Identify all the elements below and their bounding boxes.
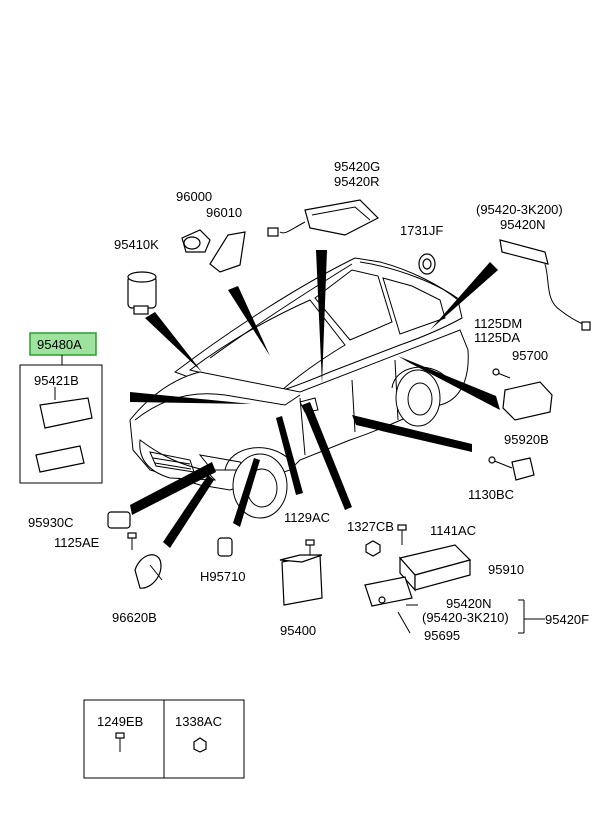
leader-h95710 bbox=[233, 458, 260, 527]
part-95920b-sensor bbox=[488, 456, 535, 481]
part-96000-sensor bbox=[181, 229, 211, 253]
part-96620b-horn bbox=[134, 554, 163, 589]
leader-96010 bbox=[228, 286, 270, 356]
callout-brackets bbox=[397, 599, 545, 634]
fastener-table bbox=[83, 699, 245, 779]
label-h95710: H95710 bbox=[200, 569, 246, 584]
leader-95910 bbox=[302, 402, 352, 510]
label-95420n-top: 95420N bbox=[500, 217, 546, 232]
leader-95420n-top bbox=[430, 262, 498, 330]
part-1141ac-bolt bbox=[397, 524, 407, 545]
part-1125ae-bolt bbox=[127, 532, 137, 550]
label-95420-3k210: (95420-3K210) bbox=[422, 610, 509, 625]
label-95480a: 95480A bbox=[37, 337, 82, 352]
label-1125dm: 1125DM bbox=[474, 316, 522, 331]
part-95910-airbag-module bbox=[398, 544, 472, 592]
leader-95400 bbox=[276, 416, 303, 495]
part-95410k-sensor bbox=[127, 271, 157, 315]
leader-95410k bbox=[145, 312, 202, 372]
label-1327cb: 1327CB bbox=[347, 519, 394, 534]
label-95920b: 95920B bbox=[504, 432, 549, 447]
highlight-95480a bbox=[29, 332, 97, 356]
label-1731jf: 1731JF bbox=[400, 223, 443, 238]
label-1125ae: 1125AE bbox=[54, 535, 100, 550]
label-95420n-bottom: 95420N bbox=[446, 596, 492, 611]
label-95400: 95400 bbox=[280, 623, 316, 638]
leader-95420g bbox=[316, 250, 327, 384]
label-1125da: 1125DA bbox=[474, 330, 520, 345]
part-h95710-connector bbox=[217, 537, 233, 557]
part-95930c-sensor bbox=[107, 511, 131, 529]
label-96010: 96010 bbox=[206, 205, 242, 220]
label-95695: 95695 bbox=[424, 628, 460, 643]
leader-95700 bbox=[398, 356, 500, 410]
part-95400-module bbox=[279, 539, 323, 606]
part-labels: 95420G 95420R 96000 96010 95410K 1731JF … bbox=[28, 159, 589, 729]
label-96620b: 96620B bbox=[112, 610, 157, 625]
label-1338ac: 1338AC bbox=[175, 714, 222, 729]
label-95420-3k200: (95420-3K200) bbox=[476, 202, 563, 217]
part-96010-cover bbox=[209, 231, 246, 273]
part-95480a-group-box bbox=[19, 332, 103, 484]
part-1731jf-grommet bbox=[418, 253, 436, 275]
label-1129ac: 1129AC bbox=[284, 510, 330, 525]
leader-95480a bbox=[130, 392, 252, 404]
label-95420r: 95420R bbox=[334, 174, 380, 189]
part-95420g-sensor bbox=[267, 199, 380, 237]
leader-95920b bbox=[352, 415, 472, 452]
part-95700-module bbox=[492, 368, 553, 421]
label-1249eb: 1249EB bbox=[97, 714, 143, 729]
part-95420n-upper-sensor bbox=[499, 239, 591, 331]
label-95421b: 95421B bbox=[34, 373, 79, 388]
label-95420f: 95420F bbox=[545, 612, 589, 627]
leader-wedges bbox=[130, 250, 500, 548]
label-95910: 95910 bbox=[488, 562, 524, 577]
label-95700: 95700 bbox=[512, 348, 548, 363]
leader-95930c bbox=[130, 462, 216, 515]
label-95410k: 95410K bbox=[114, 237, 159, 252]
label-95930c: 95930C bbox=[28, 515, 74, 530]
part-1327cb-nut bbox=[365, 540, 381, 557]
label-96000: 96000 bbox=[176, 189, 212, 204]
part-95420n-lower-bracket bbox=[364, 576, 413, 607]
leader-96620b bbox=[163, 475, 214, 548]
label-1141ac: 1141AC bbox=[430, 523, 476, 538]
label-1130bc: 1130BC bbox=[468, 487, 514, 502]
label-95420g: 95420G bbox=[334, 159, 380, 174]
